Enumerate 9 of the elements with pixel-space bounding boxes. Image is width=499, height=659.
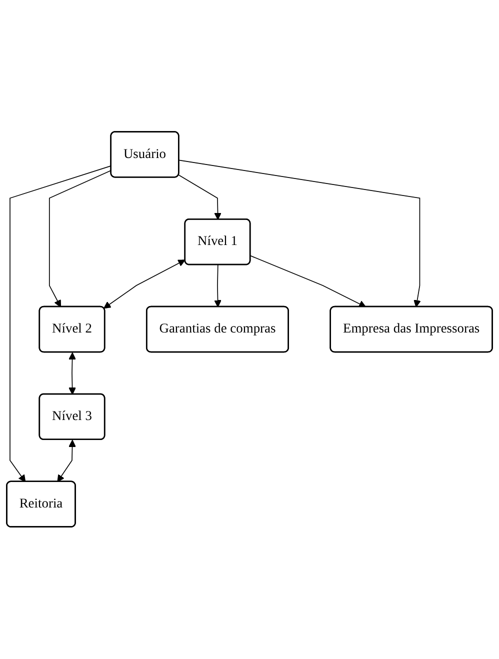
arrow bbox=[68, 352, 76, 395]
arrow bbox=[178, 174, 222, 220]
arrow bbox=[57, 440, 76, 482]
arrow bbox=[10, 166, 112, 482]
arrow bbox=[250, 256, 366, 308]
arrow bbox=[104, 260, 186, 309]
arrow bbox=[214, 264, 222, 308]
arrow bbox=[48, 170, 112, 308]
arrow bbox=[178, 160, 421, 308]
